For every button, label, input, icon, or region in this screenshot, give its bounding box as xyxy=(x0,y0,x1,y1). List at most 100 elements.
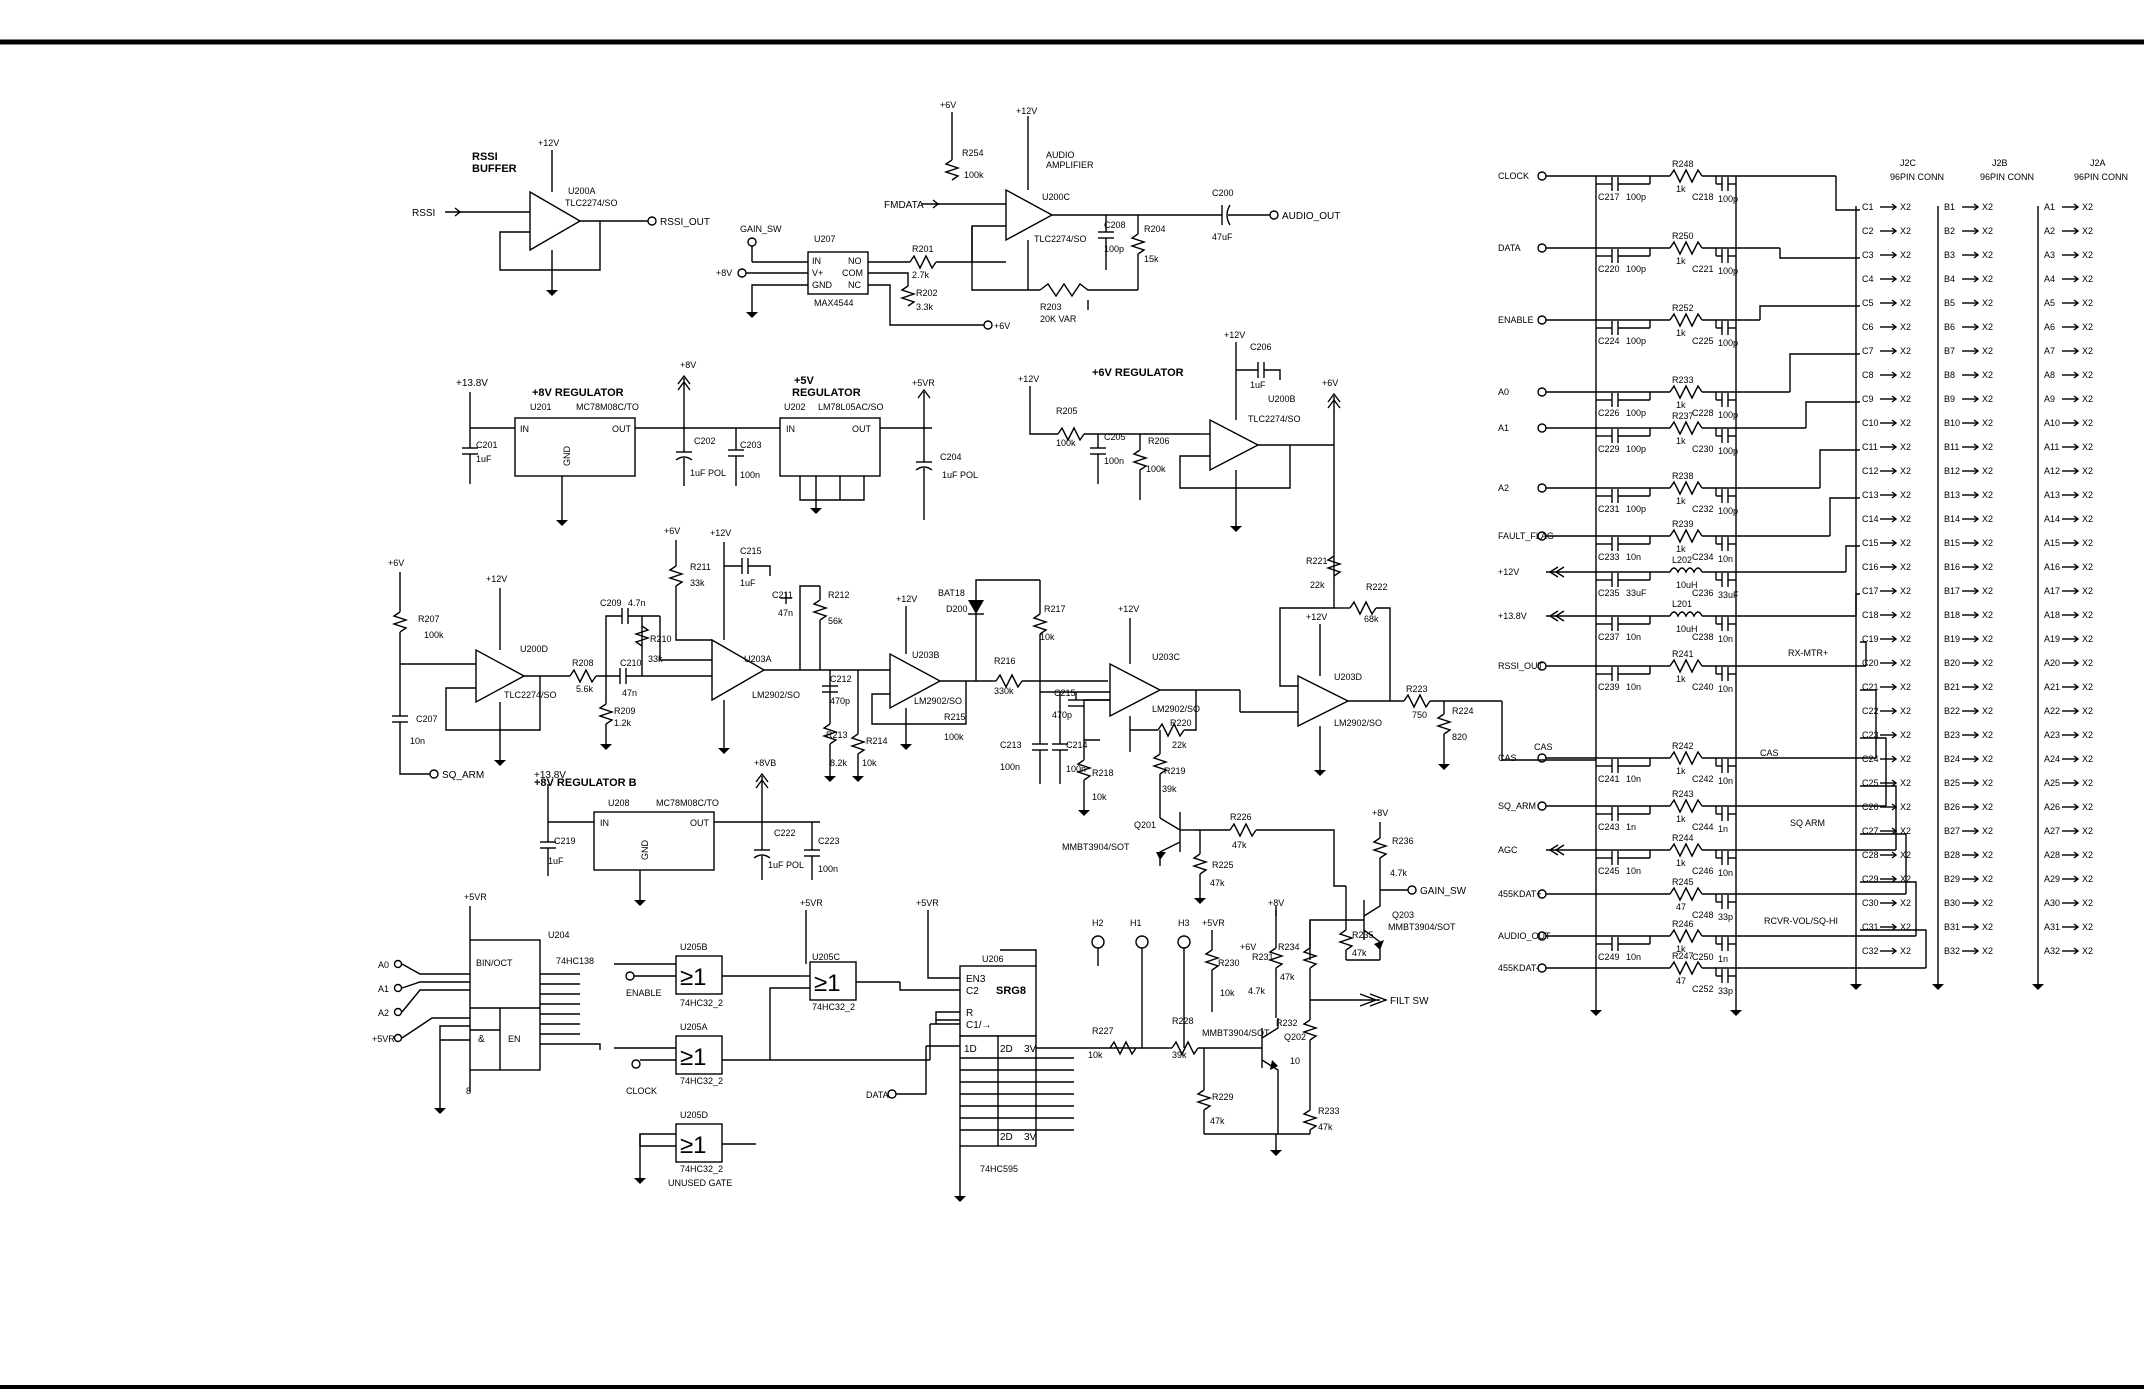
transistor-arrow xyxy=(1156,852,1166,860)
part-ref: U200A xyxy=(568,186,596,196)
part-ref: U208 xyxy=(608,798,630,808)
part-value: MMBT3904/SOT xyxy=(1202,1028,1270,1038)
connector-pin-name: C29 xyxy=(1862,874,1879,884)
net-label-data: DATA xyxy=(866,1090,889,1100)
part-value: 47 xyxy=(1676,902,1686,912)
connector-pin-label: X2 xyxy=(1982,754,1993,764)
pad-h1 xyxy=(1135,935,1149,949)
connector-pin-label: X2 xyxy=(2082,274,2093,284)
connector-pin-label: X2 xyxy=(2082,394,2093,404)
part-value: 10k xyxy=(862,758,877,768)
part-ref: U203A xyxy=(744,654,772,664)
part-value: 10n xyxy=(1626,774,1641,784)
port-circle xyxy=(1537,963,1547,973)
connector-pin-name: B19 xyxy=(1944,634,1960,644)
signal-net-label: AUDIO_OUT xyxy=(1498,931,1551,941)
part-value: 8.2k xyxy=(830,758,848,768)
connector-pin-label: X2 xyxy=(1900,850,1911,860)
part-ref: R238 xyxy=(1672,471,1694,481)
part-ref: R232 xyxy=(1276,1018,1298,1028)
part-value: MC78M08C/TO xyxy=(656,798,719,808)
connector-pin-name: B9 xyxy=(1944,394,1955,404)
gate-u205a xyxy=(675,1035,723,1075)
part-ref: C215 xyxy=(1054,688,1076,698)
part-value: 22k xyxy=(1310,580,1325,590)
supply-label: +5VR xyxy=(1202,918,1225,928)
connector-pin-name: A6 xyxy=(2044,322,2055,332)
gate-symbol: ≥1 xyxy=(680,964,707,991)
pin-label: 2D xyxy=(1000,1132,1013,1143)
connector-pin-label: X2 xyxy=(2082,370,2093,380)
connector-pin-label: X2 xyxy=(1982,706,1993,716)
part-ref: R234 xyxy=(1278,942,1300,952)
opamp-symbol xyxy=(711,638,766,702)
part-ref: C208 xyxy=(1104,220,1126,230)
part-ref: C239 xyxy=(1598,682,1620,692)
connector-pin-name: B4 xyxy=(1944,274,1955,284)
connector-pin-label: X2 xyxy=(1982,682,1993,692)
supply-label: +6V xyxy=(664,526,680,536)
filter-switch-block: H2 H1 H3 +5VR R230 10k R227 10k R228 39k… xyxy=(1088,898,1429,1156)
connector-pin-label: X2 xyxy=(2082,730,2093,740)
part-ref: U207 xyxy=(814,234,836,244)
net-label-rssi: RSSI xyxy=(412,208,435,219)
connector-pin-name: A29 xyxy=(2044,874,2060,884)
connector-pin-name: B11 xyxy=(1944,442,1959,452)
opamp-symbol xyxy=(1209,418,1260,472)
connector-pin-name: A10 xyxy=(2044,418,2060,428)
connector-pin-label: X2 xyxy=(2082,850,2093,860)
ground-symbol xyxy=(1230,526,1242,532)
connector-pin-label: X2 xyxy=(1982,274,1993,284)
pin-label: OUT xyxy=(690,818,710,828)
part-ref: R225 xyxy=(1212,860,1234,870)
bus-label-cas-2: CAS xyxy=(1760,748,1779,758)
part-ref: C215 xyxy=(740,546,762,556)
part-value: 33k xyxy=(690,578,705,588)
part-value: 2.7k xyxy=(912,270,930,280)
connector-pin-label: X2 xyxy=(2082,706,2093,716)
supply-label: +12V xyxy=(1016,106,1037,116)
part-ref: R247 xyxy=(1672,951,1694,961)
connector-pin-label: X2 xyxy=(1982,514,1993,524)
part-value: 1k xyxy=(1676,766,1686,776)
supply-label: +6V xyxy=(388,558,404,568)
port-circle xyxy=(631,1059,641,1069)
part-ref: U206 xyxy=(982,954,1004,964)
q201-block: Q201 MMBT3904/SOT R226 47k R225 47k xyxy=(1062,800,1346,904)
connector-pin-label: X2 xyxy=(2082,634,2093,644)
connector-pin-label: X2 xyxy=(1900,730,1911,740)
part-value: 100p xyxy=(1718,410,1738,420)
port-circle xyxy=(1407,885,1417,895)
connector-pin-name: C24 xyxy=(1862,754,1879,764)
connector-pin-label: X2 xyxy=(2082,466,2093,476)
connector-pin-label: X2 xyxy=(1900,370,1911,380)
part-ref: U200D xyxy=(520,644,549,654)
connector-pin-name: C16 xyxy=(1862,562,1879,572)
part-ref: C245 xyxy=(1598,866,1620,876)
pin-label: IN xyxy=(520,424,529,434)
connector-pin-label: X2 xyxy=(2082,874,2093,884)
connector-pin-name: B12 xyxy=(1944,466,1960,476)
part-value: 1n xyxy=(1718,824,1728,834)
part-ref: R212 xyxy=(828,590,850,600)
regulator-5v-block: +5V REGULATOR U202 LM78L05AC/SO IN OUT +… xyxy=(779,375,978,520)
part-value: 470p xyxy=(830,696,850,706)
supply-label: +12V xyxy=(1018,374,1039,384)
connector-pin-name: C26 xyxy=(1862,802,1879,812)
part-value: 100p xyxy=(1718,266,1738,276)
part-value: TLC2274/SO xyxy=(504,690,557,700)
part-ref: C246 xyxy=(1692,866,1714,876)
connector-pin-name: C3 xyxy=(1862,250,1874,260)
connector-pin-label: X2 xyxy=(1982,442,1993,452)
connector-pin-name: C23 xyxy=(1862,730,1879,740)
part-value: 1n xyxy=(1626,822,1636,832)
connector-pin-name: C9 xyxy=(1862,394,1874,404)
bus-label-rx-mtr: RX-MTR+ xyxy=(1788,648,1828,658)
connector-pin-name: B25 xyxy=(1944,778,1960,788)
connector-pin-label: X2 xyxy=(1900,202,1911,212)
part-ref: C232 xyxy=(1692,504,1714,514)
